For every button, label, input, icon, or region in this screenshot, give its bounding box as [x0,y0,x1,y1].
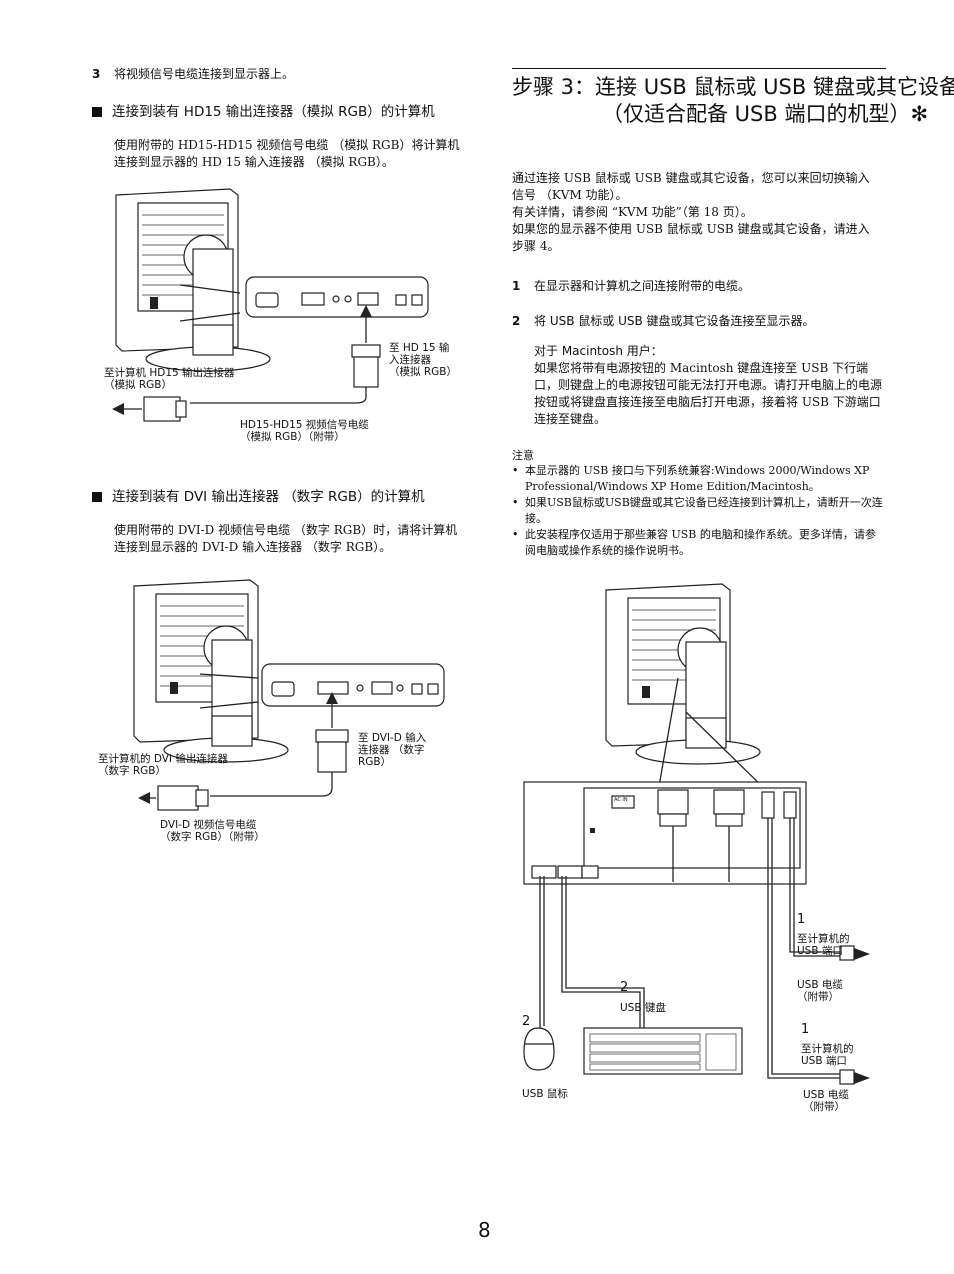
fig3-number-2b: 2 [522,1014,531,1029]
mac-body: 如果您将带有电源按钮的 Macintosh 键盘连接至 USB 下行端口，则键盘… [534,361,883,426]
section-hd15-title: 连接到装有 HD15 输出连接器（模拟 RGB）的计算机 [92,104,472,121]
fig3-label-keyboard: USB 键盘 [620,1002,666,1014]
step-title: 步骤 3：连接 USB 鼠标或 USB 键盘或其它设备 （仅适合配备 USB 端… [512,75,954,126]
fig3-number-2a: 2 [620,980,629,995]
fig3-number-1a: 1 [797,912,806,927]
note-title: 注意 [512,449,534,462]
hd15-connection-figure [112,188,429,422]
step-1-number: 1 [512,279,521,293]
fig3-number-1b: 1 [801,1022,810,1037]
fig3-label-usb-cable-1: USB 电缆 （附带） [797,979,843,1003]
monitor-back-illustration [133,579,289,763]
step-2-text: 将 USB 鼠标或 USB 键盘或其它设备连接至显示器。 [534,314,815,328]
note-item: 如果USB鼠标或USB键盘或其它设备已经连接到计算机上，请断开一次连接。 [512,495,886,527]
page-number: 8 [478,1218,491,1242]
ac-in-label: AC IN [614,797,628,803]
fig1-label-cable: HD15-HD15 视频信号电缆 （模拟 RGB）（附带） [240,419,369,443]
dvi-connection-figure [133,579,445,811]
note-list: 本显示器的 USB 接口与下列系统兼容:Windows 2000/Windows… [512,463,886,559]
section-hd15-title-text: 连接到装有 HD15 输出连接器（模拟 RGB）的计算机 [112,104,435,120]
usb-mouse-illustration [523,1027,555,1071]
mac-title: 对于 Macintosh 用户： [534,344,663,358]
connector-panel [261,663,445,707]
fig3-label-usb-port-2: 至计算机的 USB 端口 [801,1043,854,1067]
title-rule [512,68,886,69]
fig3-label-mouse: USB 鼠标 [522,1088,568,1100]
intro-line-3: 如果您的显示器不使用 USB 鼠标或 USB 键盘或其它设备，请进入步骤 4。 [512,222,870,253]
note-item: 本显示器的 USB 接口与下列系统兼容:Windows 2000/Windows… [512,463,886,495]
intro-paragraph: 通过连接 USB 鼠标或 USB 键盘或其它设备，您可以来回切换输入信号 （KV… [512,170,880,255]
section-dvi-body: 使用附带的 DVI-D 视频信号电缆 （数字 RGB）时，请将计算机连接到显示器… [114,523,458,554]
fig3-label-usb-port-1: 至计算机的 USB 端口 [797,933,850,957]
intro-line-2: 有关详情，请参阅 “KVM 功能”（第 18 页）。 [512,205,753,219]
monitor-back-illustration [605,583,761,765]
fig3-label-usb-cable-2: USB 电缆 （附带） [803,1089,849,1113]
ac-in-socket [611,795,635,809]
note-item: 此安装程序仅适用于那些兼容 USB 的电脑和操作系统。更多详情，请参阅电脑或操作… [512,527,886,559]
square-bullet-icon [92,107,102,117]
fig1-label-to-input: 至 HD 15 输 入连接器 （模拟 RGB） [389,342,457,378]
usb-keyboard-illustration [583,1027,743,1075]
fig2-label-to-input: 至 DVI-D 输入 连接器 （数字 RGB） [358,732,427,768]
section-dvi-title: 连接到装有 DVI 输出连接器 （数字 RGB）的计算机 [92,489,472,506]
square-bullet-icon [92,492,102,502]
fig1-label-to-computer: 至计算机 HD15 输出连接器 （模拟 RGB） [104,367,235,391]
step-3-text: 将视频信号电缆连接到显示器上。 [114,67,295,81]
step-3-number: 3 [92,67,101,81]
step-1-text: 在显示器和计算机之间连接附带的电缆。 [534,279,751,293]
usb-connection-figure [523,583,870,1085]
fig2-label-cable: DVI-D 视频信号电缆 （数字 RGB）（附带） [160,819,265,843]
step-2-number: 2 [512,314,521,328]
fig2-label-to-computer: 至计算机的 DVI 输出连接器 （数字 RGB） [98,753,228,777]
intro-line-1: 通过连接 USB 鼠标或 USB 键盘或其它设备，您可以来回切换输入信号 （KV… [512,171,870,202]
section-hd15-body: 使用附带的 HD15-HD15 视频信号电缆 （模拟 RGB）将计算机连接到显示… [114,138,460,169]
monitor-back-illustration [115,188,271,372]
section-dvi-title-text: 连接到装有 DVI 输出连接器 （数字 RGB）的计算机 [112,489,425,505]
